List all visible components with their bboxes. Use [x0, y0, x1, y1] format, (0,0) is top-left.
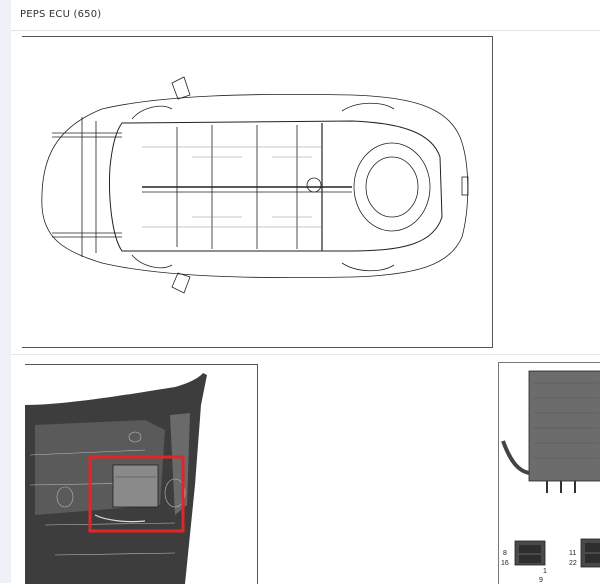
pin-label-1: 1: [543, 568, 547, 575]
ecu-connector-view: 8 16 1 9 11 22: [501, 370, 600, 584]
pin-label-11: 11: [569, 550, 576, 557]
ecu-highlight-box: [88, 455, 185, 533]
pin-label-8: 8: [503, 550, 507, 557]
section-divider: [11, 354, 600, 355]
left-gutter: [0, 0, 11, 583]
mounting-location-panel: [25, 364, 258, 584]
pin-label-22: 22: [569, 560, 577, 567]
pin-label-16: 16: [501, 560, 509, 567]
pin-label-9: 9: [539, 577, 543, 584]
connector-view-panel: 8 16 1 9 11 22: [498, 362, 600, 584]
page-title: PEPS ECU (650): [20, 9, 102, 20]
ecu-mounting-location: [25, 373, 207, 584]
vehicle-topview-panel: [22, 36, 493, 348]
title-divider: [11, 30, 600, 31]
car-body-top-view: [41, 76, 469, 294]
